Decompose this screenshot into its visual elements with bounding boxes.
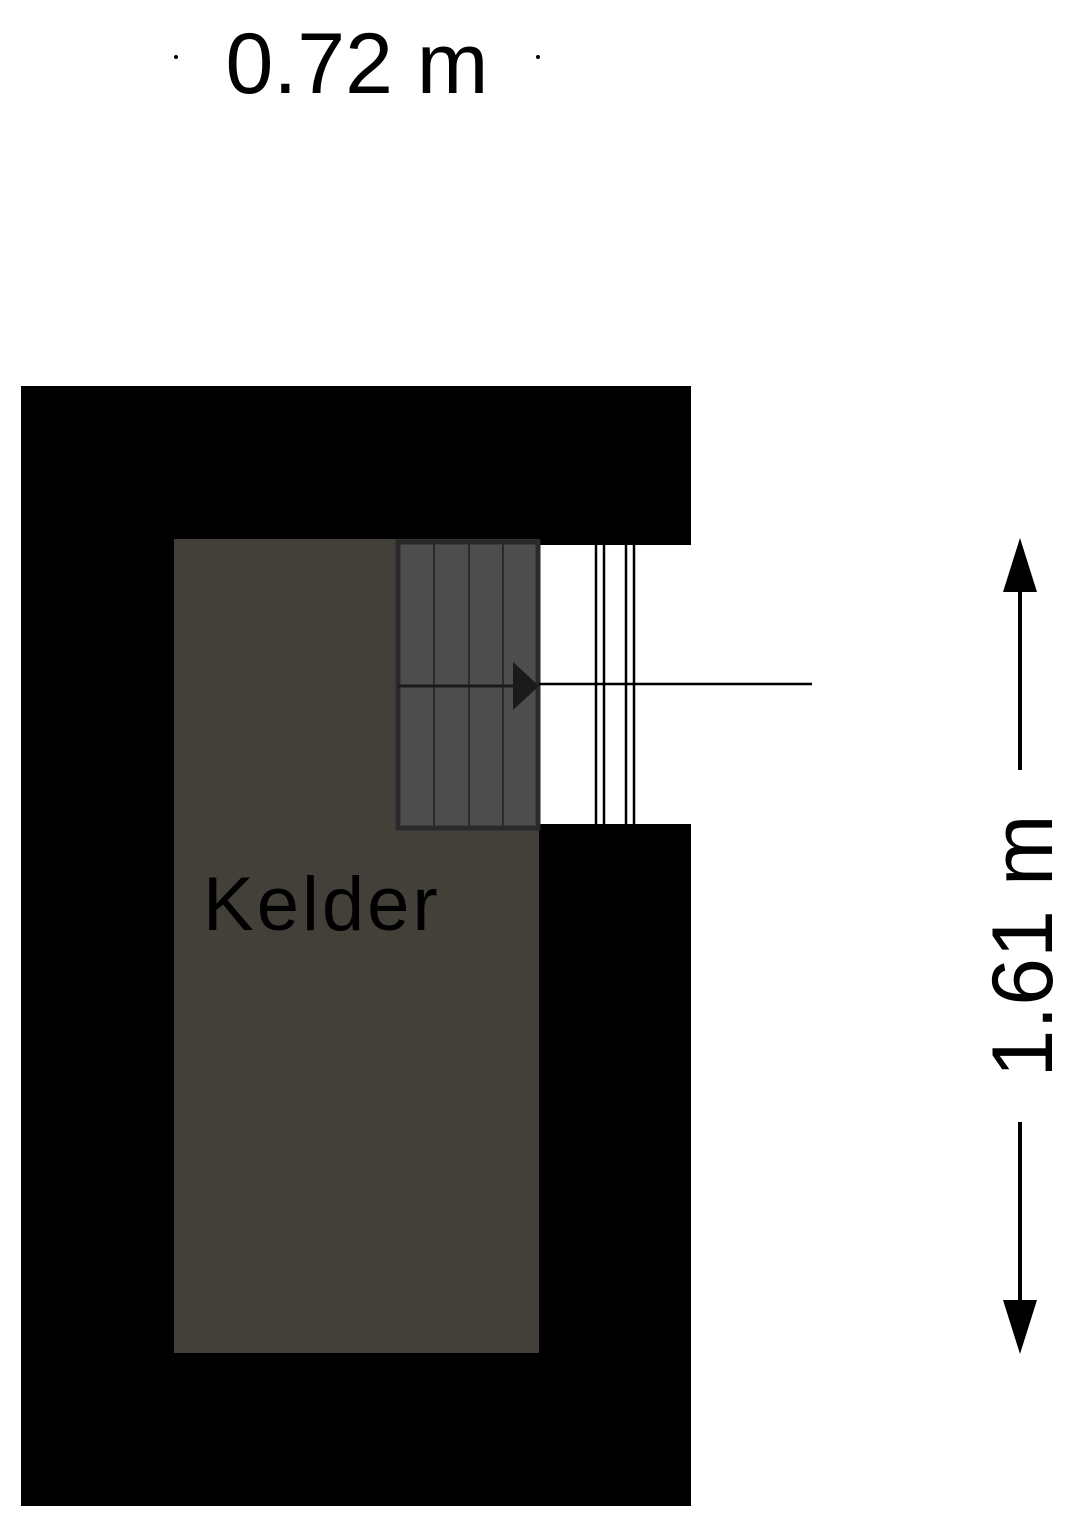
opening-symbol [539,545,812,824]
staircase [395,539,541,831]
double-arrow-vertical-icon: 1.61 m [975,538,1071,1354]
room-label: Kelder [203,862,441,947]
width-dimension: 0.72 m [174,16,540,112]
dimension-tick [174,55,178,59]
width-label: 0.72 m [226,16,489,112]
height-label: 1.61 m [975,815,1071,1078]
arrow-down-icon [1003,1300,1037,1354]
arrow-right-icon [513,662,539,710]
dimension-tick [536,55,540,59]
arrow-up-icon [1003,538,1037,592]
